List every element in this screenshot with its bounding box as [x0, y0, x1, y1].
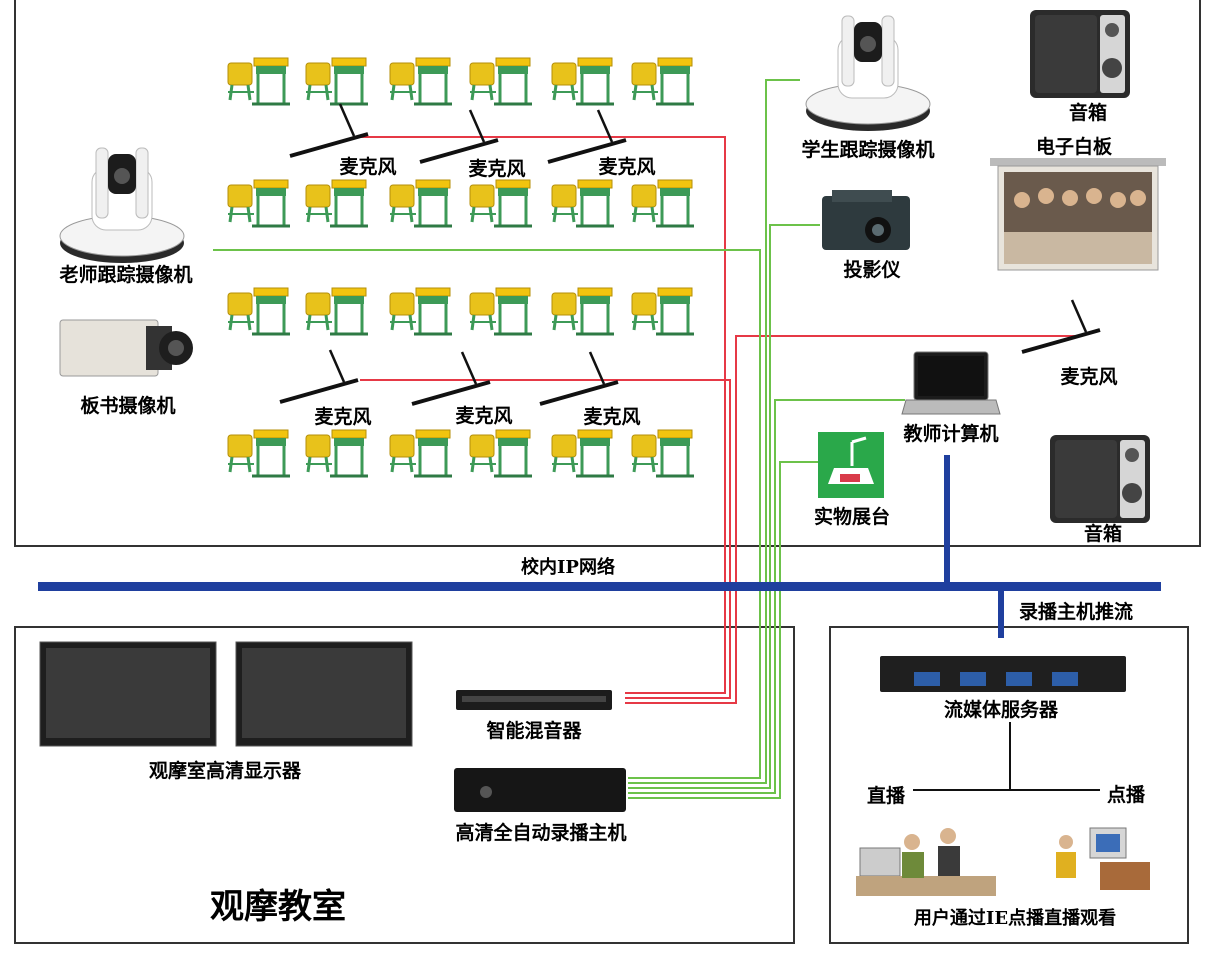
distribution-lines	[913, 722, 1100, 791]
audio-lines	[360, 136, 1080, 704]
mic-label-5: 麦克风	[455, 405, 513, 427]
live-label: 直播	[866, 785, 906, 807]
electronic-whiteboard	[990, 158, 1166, 271]
teacher-camera-label: 老师跟踪摄像机	[59, 264, 193, 286]
mixer-label: 智能混音器	[486, 720, 582, 742]
speaker-bottom-label: 音箱	[1083, 523, 1123, 545]
mic-label-1: 麦克风	[339, 156, 397, 178]
network-label: 校内IP网络	[521, 557, 615, 578]
server-label: 流媒体服务器	[943, 699, 1059, 721]
observation-room-title: 观摩教室	[210, 887, 346, 927]
pc-network-link	[944, 455, 950, 584]
student-tracking-camera	[805, 15, 931, 132]
projector	[822, 190, 910, 250]
smart-mixer	[456, 690, 612, 710]
teacher-laptop	[901, 351, 1001, 415]
server-room-frame	[829, 626, 1189, 944]
whiteboard-label: 电子白板	[1035, 136, 1113, 158]
document-camera-label: 实物展台	[813, 506, 891, 528]
stream-link	[998, 590, 1004, 638]
vod-label: 点播	[1106, 784, 1146, 806]
speaker-top-label: 音箱	[1068, 102, 1108, 124]
hd-displays	[39, 641, 413, 747]
hd-recorder	[454, 768, 626, 812]
speaker-bottom	[1050, 435, 1150, 523]
classroom-frame	[14, 0, 1201, 547]
mic-label-3: 麦克风	[598, 156, 656, 178]
displays-label: 观摩室高清显示器	[148, 760, 302, 782]
users-illustration	[856, 827, 1150, 896]
recorder-label: 高清全自动录播主机	[455, 822, 627, 844]
board-camera-label: 板书摄像机	[80, 395, 176, 417]
video-lines	[213, 79, 905, 799]
observation-room-frame	[14, 626, 795, 944]
campus-network-bus	[38, 582, 1161, 591]
board-camera	[59, 319, 193, 377]
teacher-pc-label: 教师计算机	[903, 423, 999, 445]
stream-label: 录播主机推流	[1018, 601, 1134, 623]
projector-label: 投影仪	[843, 259, 901, 281]
mic-label-4: 麦克风	[314, 406, 372, 428]
users-label: 用户通过IE点播直播观看	[913, 908, 1117, 929]
speaker-top	[1030, 10, 1130, 98]
mic-label-7: 麦克风	[1060, 366, 1118, 388]
streaming-server	[880, 656, 1126, 692]
student-camera-label: 学生跟踪摄像机	[801, 139, 935, 161]
teacher-tracking-camera	[59, 147, 185, 264]
mic-label-6: 麦克风	[583, 406, 641, 428]
document-camera	[818, 432, 884, 498]
mic-label-2: 麦克风	[468, 158, 526, 180]
